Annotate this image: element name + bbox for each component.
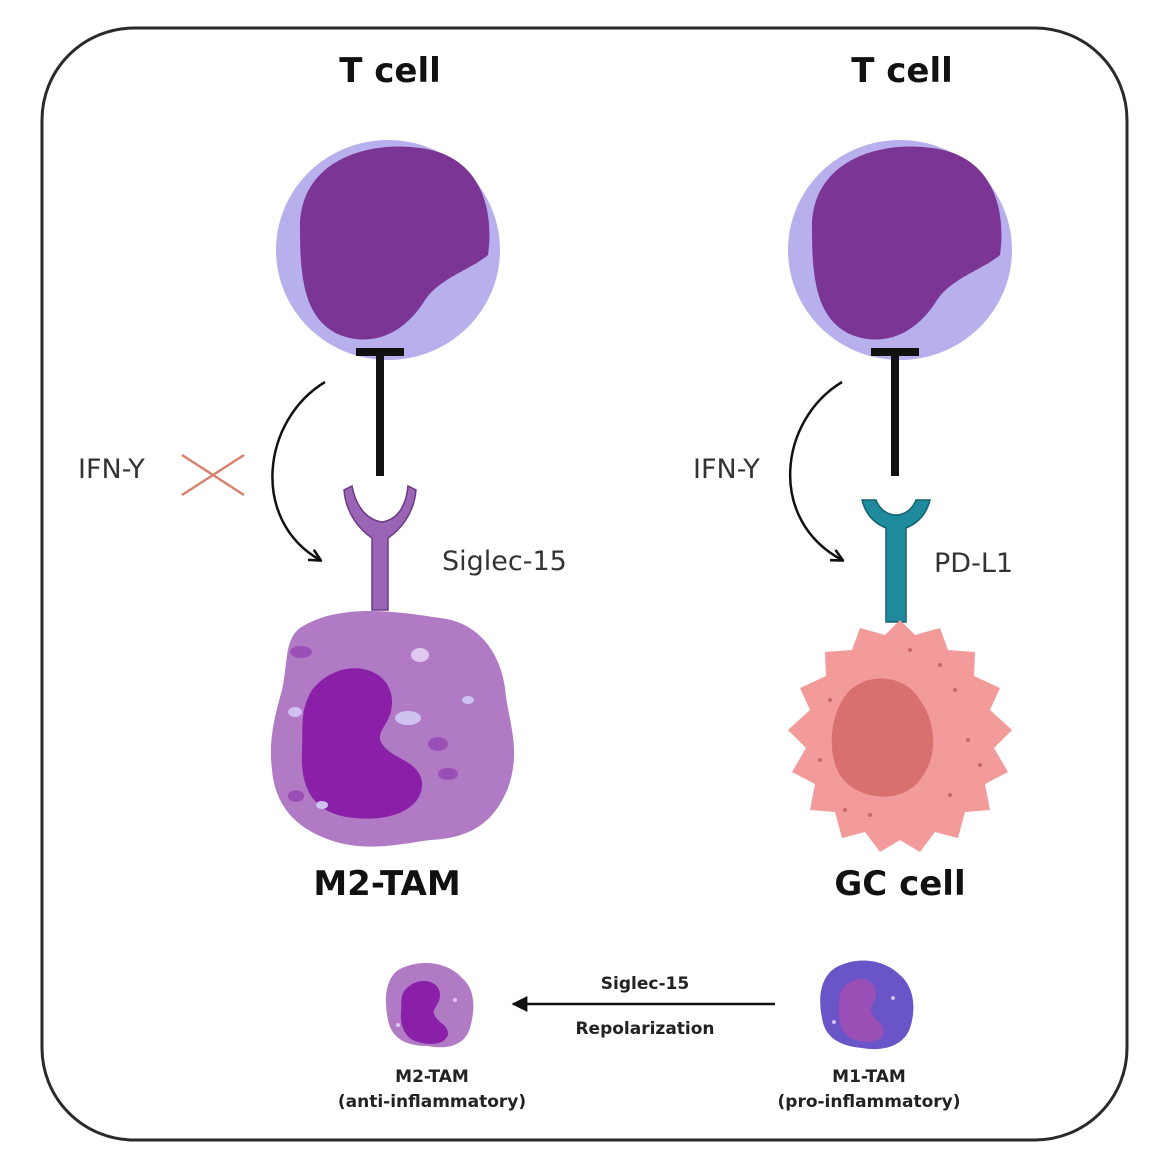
right-ifn-label: IFN-Y <box>693 454 760 485</box>
small-m2-tam-descriptor: (anti-inflammatory) <box>338 1092 526 1112</box>
small-m2-tam-cell <box>385 963 474 1048</box>
right-t-cell-title: T cell <box>851 51 953 91</box>
siglec-15-receptor <box>343 484 417 611</box>
right-ifn-arrow <box>788 380 842 560</box>
repolarization-label-bottom: Repolarization <box>575 1019 714 1039</box>
left-receptor-label: Siglec-15 <box>442 546 567 577</box>
left-ifn-arrow <box>271 380 326 560</box>
small-m1-tam-descriptor: (pro-inflammatory) <box>778 1092 961 1112</box>
pd-l1-receptor <box>861 499 931 623</box>
right-t-cell <box>788 140 1012 360</box>
gc-cell-title: GC cell <box>834 864 965 904</box>
m2-tam-title: M2-TAM <box>313 864 460 904</box>
left-inhibition-bar <box>356 348 404 476</box>
left-t-cell <box>276 140 500 360</box>
right-inhibition-bar <box>871 348 919 476</box>
gc-cell <box>788 620 1012 852</box>
small-m1-tam-cell <box>820 960 914 1050</box>
small-m2-tam-name: M2-TAM <box>395 1067 469 1087</box>
left-ifn-label: IFN-Y <box>78 454 145 485</box>
left-t-cell-title: T cell <box>339 51 441 91</box>
m2-tam-cell <box>270 611 515 847</box>
right-receptor-label: PD-L1 <box>934 548 1013 579</box>
small-m1-tam-name: M1-TAM <box>832 1067 906 1087</box>
repolarization-label-top: Siglec-15 <box>601 974 689 994</box>
block-x-icon <box>181 453 245 497</box>
